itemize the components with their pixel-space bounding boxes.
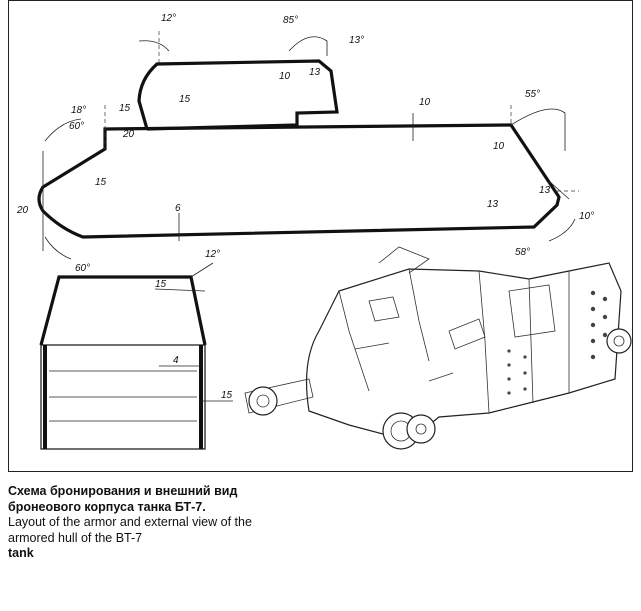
thickness-label-10-turret: 10 [279,71,291,82]
angle-label-10-rear: 10° [579,211,594,222]
thickness-label-10-rear: 10 [493,141,505,152]
thickness-label-20-upper: 20 [122,129,135,140]
thickness-label-15-hatch-left: 15 [119,103,131,114]
angle-arc-85 [288,36,328,56]
thickness-label-4-section: 4 [173,355,179,366]
thickness-label-13-rear-lower: 13 [487,199,499,210]
caption-english: Layout of the armor and external view of… [8,515,252,545]
thickness-label-20-nose: 20 [16,205,29,216]
angle-arc-60-lower [44,236,72,260]
section-ref-line-top [154,288,206,292]
section-upper-outline [39,275,207,346]
figure-caption: Схема бронирования и внешний вид бронеов… [8,484,268,562]
thickness-label-15-section-top: 15 [155,279,167,290]
turret-outline [137,59,339,131]
angle-arc-turret-front [138,40,170,52]
angle-label-13-turret: 13° [349,35,364,46]
thickness-label-15-section-side: 15 [221,390,233,401]
angle-arc-58 [548,218,576,242]
angle-label-18: 18° [71,105,86,116]
guide-line-7 [548,180,570,200]
thickness-label-6-bottom: 6 [175,203,181,214]
angle-label-55: 55° [525,89,540,100]
angle-label-58: 58° [515,247,530,258]
angle-label-60-lower: 60° [75,263,90,274]
angle-arc-60-upper [44,118,82,142]
thickness-label-13-turret: 13 [309,67,321,78]
armor-diagram-frame: 12° 85° 13° 10 13 15 15 10 55° 10 18° 60… [8,0,633,472]
section-box [40,344,206,450]
section-angle-line [190,262,214,278]
thickness-label-15-glacis: 15 [95,177,107,188]
angle-label-12-section: 12° [205,249,220,260]
thickness-label-10-deck: 10 [419,97,431,108]
angle-label-60-upper: 60° [69,121,84,132]
angle-arc-55 [510,108,566,151]
hull-outline [37,123,561,239]
angle-label-12-top: 12° [161,13,176,24]
armor-diagram-svg: 12° 85° 13° 10 13 15 15 10 55° 10 18° 60… [16,13,632,450]
thickness-label-13-rear-right: 13 [539,185,551,196]
caption-english-last: tank [8,546,34,560]
caption-russian: Схема бронирования и внешний вид бронеов… [8,484,238,514]
hull-illustration [244,246,632,450]
thickness-label-15-hatch-right: 15 [179,94,191,105]
angle-label-85: 85° [283,15,298,26]
